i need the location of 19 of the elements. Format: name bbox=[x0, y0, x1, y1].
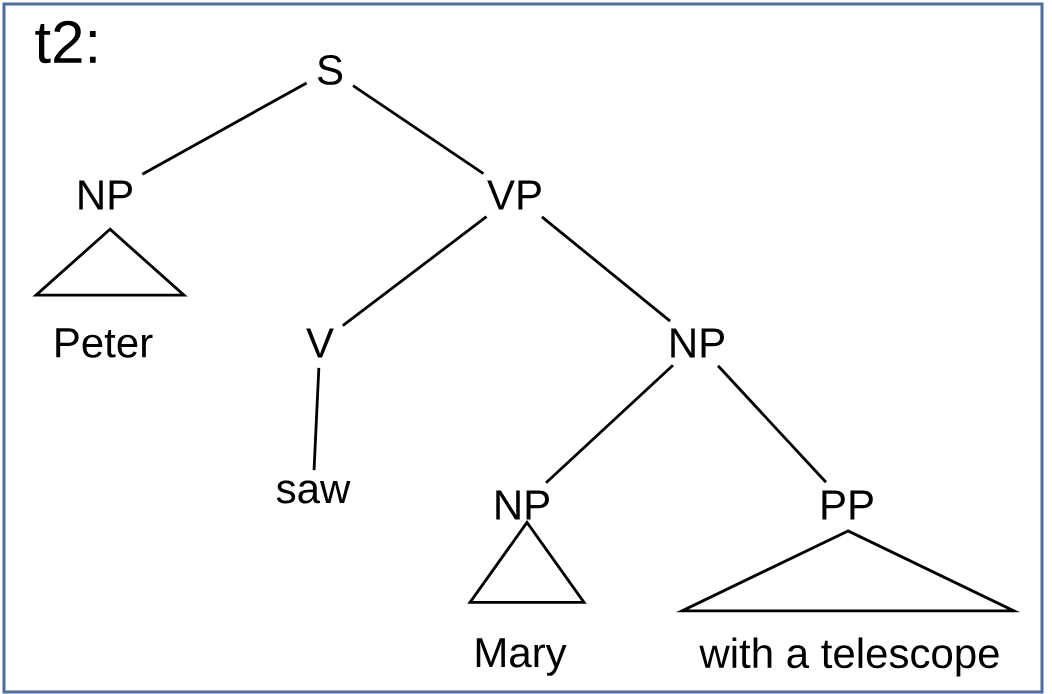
tree-label: NP bbox=[496, 490, 549, 520]
tree-label: with a telescope bbox=[699, 637, 999, 677]
tree-label: Peter bbox=[56, 328, 153, 358]
tree-label: NP bbox=[79, 180, 132, 210]
tree-branch bbox=[541, 215, 671, 323]
tree-label: VP bbox=[487, 180, 541, 210]
tree-label: Mary bbox=[476, 638, 567, 676]
tree-branch bbox=[352, 84, 485, 175]
tree-label: V bbox=[306, 328, 334, 358]
tree-branch bbox=[717, 364, 827, 484]
tree-branch bbox=[545, 364, 674, 484]
panel-label: t2: bbox=[35, 20, 96, 64]
tree-label: PP bbox=[822, 490, 873, 520]
tree-branch bbox=[141, 81, 308, 176]
tree-branch bbox=[341, 215, 488, 327]
tree-branch bbox=[312, 367, 321, 471]
tree-label: S bbox=[317, 55, 343, 85]
tree-label: NP bbox=[671, 328, 724, 358]
tree-label: saw bbox=[276, 480, 351, 504]
